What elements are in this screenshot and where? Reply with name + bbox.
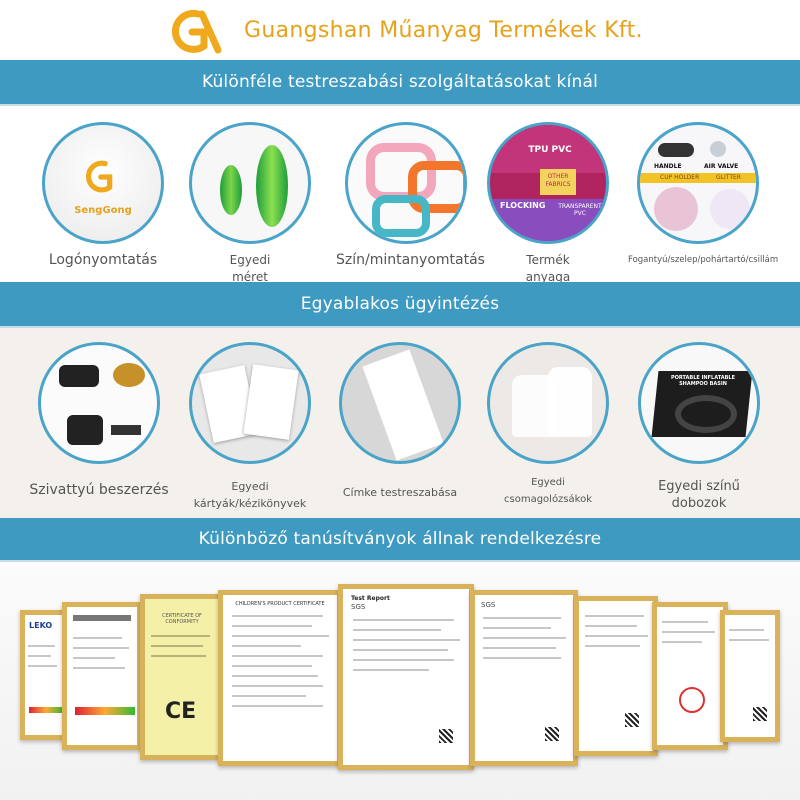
hand-pump-shape: [59, 365, 99, 387]
customization-item-logo[interactable]: SengGong Logónyomtatás: [33, 122, 173, 269]
company-name: Guangshan Műanyag Termékek Kft.: [244, 18, 643, 43]
customization-label-material: Termék anyaga: [525, 253, 571, 284]
service-item-manuals[interactable]: Egyedi kártyák/kézikönyvek: [180, 342, 320, 512]
customization-item-color[interactable]: Szín/mintanyomtatás: [336, 122, 485, 269]
electric-pump-shape: [67, 415, 103, 445]
customization-label-accessories: Fogantyú/szelep/pohártartó/csillám: [628, 255, 779, 265]
certificate-frame-6: SGS: [470, 590, 578, 766]
fabric-label-shape: [362, 349, 444, 461]
section-banner-certificates: Különböző tanúsítványok állnak rendelkez…: [0, 518, 800, 560]
customization-item-material[interactable]: TPU PVC OTHER FABRICS FLOCKING TRANSPARE…: [478, 122, 618, 286]
service-item-label[interactable]: Címke testreszabása: [330, 342, 470, 501]
material-line-3: FLOCKING: [500, 201, 546, 210]
accessory-yellow-strip: [640, 173, 756, 183]
certificate-frame-5: Test Report SGS: [338, 584, 474, 770]
divider: [0, 326, 800, 328]
sample-logo-icon: [85, 160, 113, 193]
accessories-image: HANDLE AIR VALVE CUP HOLDER GLITTER: [637, 122, 759, 244]
large-float-shape: [256, 145, 288, 227]
label-image: [339, 342, 461, 464]
material-image: TPU PVC OTHER FABRICS FLOCKING TRANSPARE…: [487, 122, 609, 244]
boxes-image: PORTABLE INFLATABLE SHAMPOO BASIN: [638, 342, 760, 464]
teal-float-shape: [372, 195, 430, 237]
header: Guangshan Műanyag Termékek Kft.: [0, 0, 800, 60]
divider: [0, 560, 800, 562]
customization-label-size: Egyedi méret: [229, 253, 271, 284]
sgs-mark-1: SGS: [351, 603, 366, 611]
material-swatch-top: [490, 125, 606, 173]
company-logo-icon: [172, 10, 222, 54]
accessory-handle-text: HANDLE: [654, 163, 682, 170]
sample-brand-text: SengGong: [74, 205, 132, 216]
bag-right-shape: [548, 367, 592, 437]
material-line-1: TPU PVC: [528, 145, 572, 155]
material-line-4: TRANSPARENT PVC: [558, 203, 602, 217]
service-item-boxes[interactable]: PORTABLE INFLATABLE SHAMPOO BASIN Egyedi…: [629, 342, 769, 512]
material-swatch-yellow: [540, 169, 576, 195]
certificate-frame-9: [720, 610, 780, 742]
cup-holder-shape: [654, 187, 698, 231]
color-bar: [29, 707, 63, 713]
service-label-boxes: Egyedi színű dobozok: [658, 479, 740, 511]
manual-page-right: [243, 364, 299, 440]
material-line-2: OTHER FABRICS: [545, 173, 571, 188]
certificate-frame-4: CHILDREN'S PRODUCT CERTIFICATE: [218, 590, 342, 766]
pump-image: [38, 342, 160, 464]
certificate-text-3: CHILDREN'S PRODUCT CERTIFICATE: [235, 601, 325, 607]
certificates-section: LEKO CERTIFICATE OF CONFORMITY CE CHILDR…: [0, 566, 800, 800]
basin-shape: [675, 395, 737, 433]
valve-shape: [710, 141, 726, 157]
divider: [0, 104, 800, 106]
service-item-pump[interactable]: Szivattyú beszerzés: [29, 342, 169, 499]
ce-mark: CE: [165, 699, 197, 724]
services-section: Szivattyú beszerzés Egyedi kártyák/kézik…: [0, 328, 800, 518]
orange-float-shape: [408, 161, 464, 213]
certificate-frame-7: [574, 596, 658, 756]
certificate-frame-2: [62, 602, 142, 750]
certificate-text-1: LEKO: [29, 621, 53, 630]
service-label-pump: Szivattyú beszerzés: [29, 482, 169, 498]
foot-pump-shape: [113, 363, 145, 387]
customization-item-accessories[interactable]: HANDLE AIR VALVE CUP HOLDER GLITTER Foga…: [628, 122, 779, 269]
customization-label-color: Szín/mintanyomtatás: [336, 252, 485, 268]
material-swatch-purple: [490, 199, 606, 241]
handle-shape: [658, 143, 694, 157]
manuals-image: [189, 342, 311, 464]
color-print-image: [345, 122, 467, 244]
logo-print-image: SengGong: [42, 122, 164, 244]
bags-image: [487, 342, 609, 464]
glitter-shape: [710, 189, 750, 229]
custom-size-image: [189, 122, 311, 244]
section-banner-one-stop: Egyablakos ügyintézés: [0, 282, 800, 326]
nozzles-shape: [111, 425, 141, 435]
small-float-shape: [220, 165, 242, 215]
color-bar: [75, 707, 135, 715]
certificate-frame-8: [652, 602, 728, 750]
service-item-bags[interactable]: Egyedi csomagolózsákok: [478, 342, 618, 508]
accessory-glitter-text: GLITTER: [716, 174, 741, 181]
service-label-bags: Egyedi csomagolózsákok: [504, 477, 592, 505]
service-label-label: Címke testreszabása: [342, 486, 458, 499]
customization-label-logo: Logónyomtatás: [48, 252, 158, 268]
accessory-valve-text: AIR VALVE: [704, 163, 739, 170]
service-label-manuals: Egyedi kártyák/kézikönyvek: [193, 480, 307, 510]
certificate-frame-1: LEKO: [20, 610, 68, 740]
box-print-text: PORTABLE INFLATABLE SHAMPOO BASIN: [670, 375, 736, 387]
certificate-text-2: CERTIFICATE OF CONFORMITY: [162, 613, 202, 625]
customization-item-size[interactable]: Egyedi méret: [180, 122, 320, 286]
sgs-mark-2: SGS: [481, 601, 496, 609]
certificate-frame-3: CERTIFICATE OF CONFORMITY CE: [140, 594, 224, 760]
accessory-cup-text: CUP HOLDER: [660, 174, 700, 181]
certificate-text-4: Test Report: [351, 595, 390, 602]
customization-section: SengGong Logónyomtatás Egyedi méret Szín…: [0, 106, 800, 284]
section-banner-customization: Különféle testreszabási szolgáltatásokat…: [0, 60, 800, 104]
